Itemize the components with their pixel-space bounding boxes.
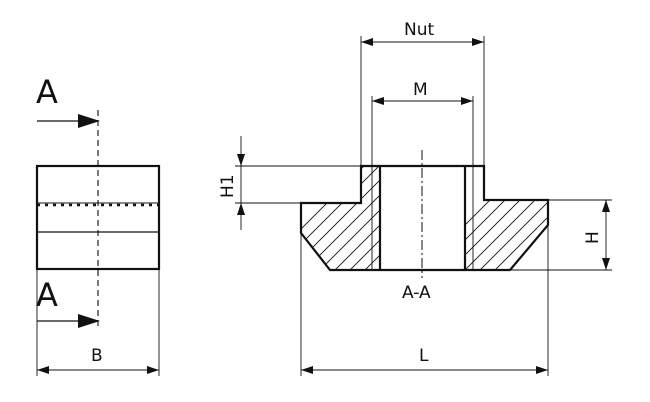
dimension-h1: H1 xyxy=(218,136,361,230)
section-view: Nut M H1 H xyxy=(218,20,612,376)
dimension-nut: Nut xyxy=(360,20,485,166)
section-label-top: A xyxy=(36,73,58,111)
dimension-b-label: B xyxy=(91,346,103,366)
dimension-l: L xyxy=(300,225,549,376)
dimension-m: M xyxy=(371,80,474,166)
dimension-h1-label: H1 xyxy=(218,174,238,198)
dimension-m-label: M xyxy=(413,80,428,100)
side-view: A A B xyxy=(35,73,161,376)
section-caption: A-A xyxy=(402,283,431,303)
dimension-l-label: L xyxy=(419,346,429,366)
section-arrow-top: A xyxy=(36,73,100,128)
hatch-right xyxy=(465,166,548,270)
dimension-h-label: H xyxy=(583,231,603,244)
dimension-h: H xyxy=(510,199,612,271)
dimension-nut-label: Nut xyxy=(404,20,434,40)
section-label-bottom: A xyxy=(36,276,58,314)
dimension-b: B xyxy=(36,269,160,376)
hatch-left xyxy=(301,166,380,270)
section-arrow-bottom: A xyxy=(36,276,100,328)
